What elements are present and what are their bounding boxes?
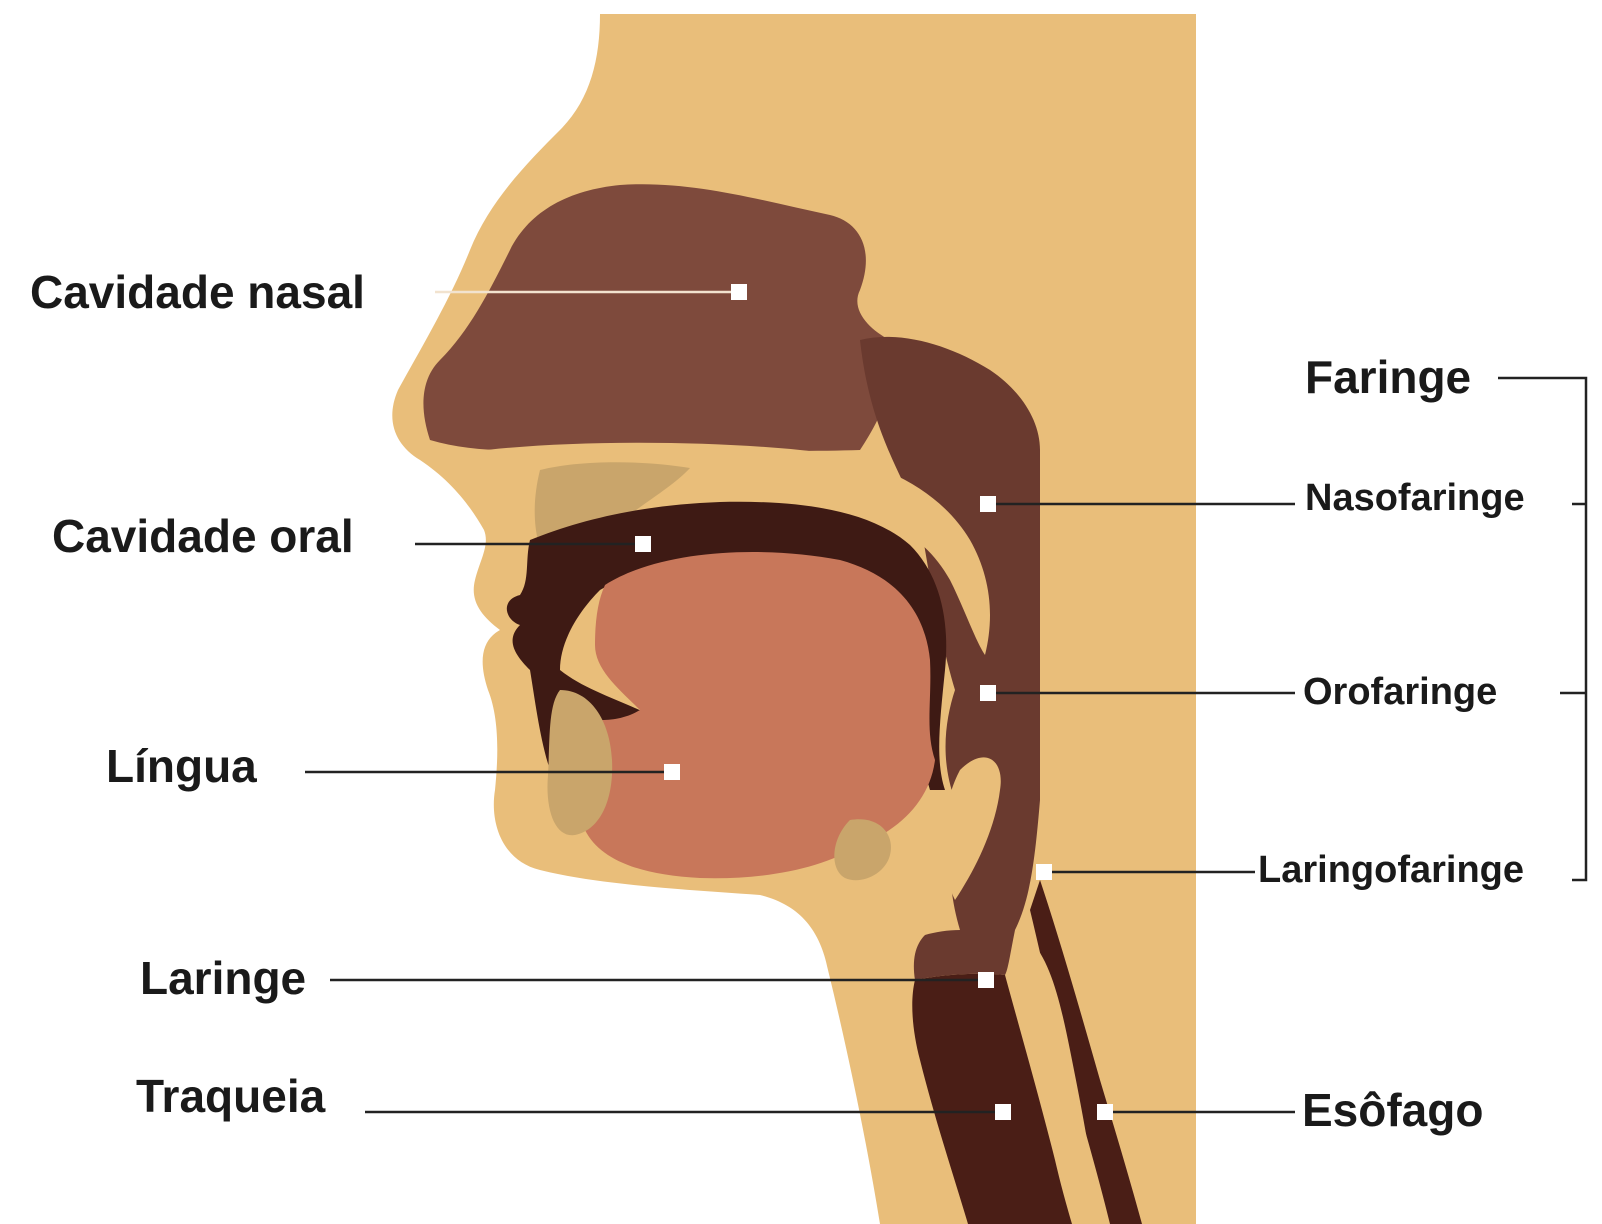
label-lingua: Língua <box>106 740 257 792</box>
faringe-bracket <box>1498 378 1586 880</box>
label-cavidade-nasal: Cavidade nasal <box>30 266 365 318</box>
marker-lingua <box>664 764 680 780</box>
larynx <box>914 930 1015 980</box>
label-cavidade-oral: Cavidade oral <box>52 510 354 562</box>
label-laringofaringe: Laringofaringe <box>1258 849 1524 891</box>
label-orofaringe: Orofaringe <box>1303 671 1497 713</box>
marker-nasofaringe <box>980 496 996 512</box>
label-nasofaringe: Nasofaringe <box>1305 477 1525 519</box>
marker-laringofaringe <box>1036 864 1052 880</box>
label-traqueia: Traqueia <box>136 1070 326 1122</box>
label-faringe: Faringe <box>1305 351 1471 403</box>
marker-esofago <box>1097 1104 1113 1120</box>
marker-traqueia <box>995 1104 1011 1120</box>
marker-cavidade-nasal <box>731 284 747 300</box>
marker-laringe <box>978 972 994 988</box>
label-esofago: Esôfago <box>1302 1084 1483 1136</box>
marker-cavidade-oral <box>635 536 651 552</box>
label-laringe: Laringe <box>140 952 306 1004</box>
marker-orofaringe <box>980 685 996 701</box>
